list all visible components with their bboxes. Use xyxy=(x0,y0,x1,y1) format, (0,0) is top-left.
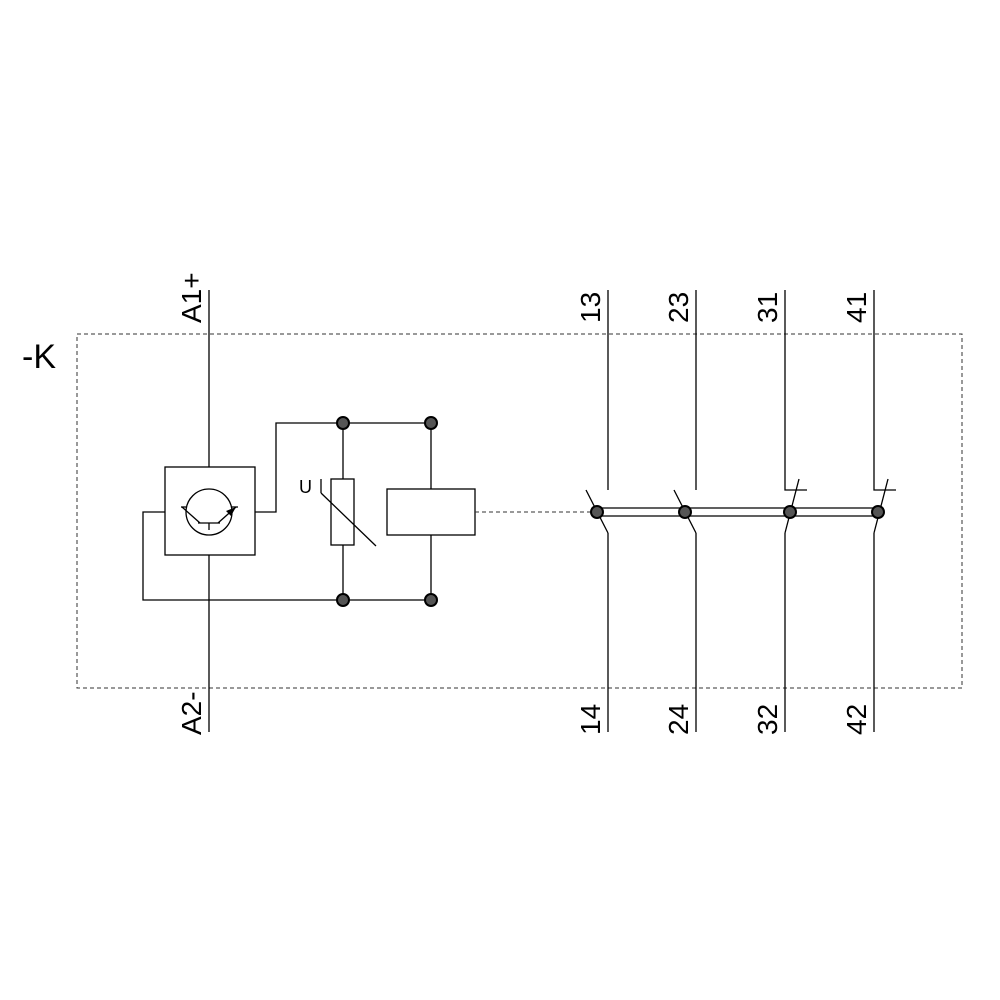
junction-dot xyxy=(336,593,350,607)
relay-coil xyxy=(386,488,476,536)
terminal-a2-label: A2- xyxy=(176,691,207,735)
supply-wire xyxy=(255,422,432,513)
contact-23-24 xyxy=(673,290,697,732)
contact-label-23: 23 xyxy=(663,292,694,323)
contact-label-32: 32 xyxy=(752,704,783,735)
contact-41-42 xyxy=(871,290,896,732)
contact-label-42: 42 xyxy=(841,704,872,735)
device-boundary xyxy=(76,333,963,689)
varistor xyxy=(320,478,377,547)
transistor-module xyxy=(164,466,256,556)
varistor-label: U xyxy=(299,477,312,497)
contact-label-13: 13 xyxy=(575,292,606,323)
contact-13-14 xyxy=(585,290,609,732)
contact-31-32 xyxy=(783,290,807,732)
device-label: -K xyxy=(22,338,56,376)
junction-dot xyxy=(424,593,438,607)
junction-dot xyxy=(424,416,438,430)
contact-label-14: 14 xyxy=(575,704,606,735)
return-wire xyxy=(142,511,432,601)
junction-dot xyxy=(336,416,350,430)
contact-label-41: 41 xyxy=(841,292,872,323)
contact-label-31: 31 xyxy=(752,292,783,323)
contact-label-24: 24 xyxy=(663,704,694,735)
terminal-a1-label: A1+ xyxy=(176,272,207,323)
